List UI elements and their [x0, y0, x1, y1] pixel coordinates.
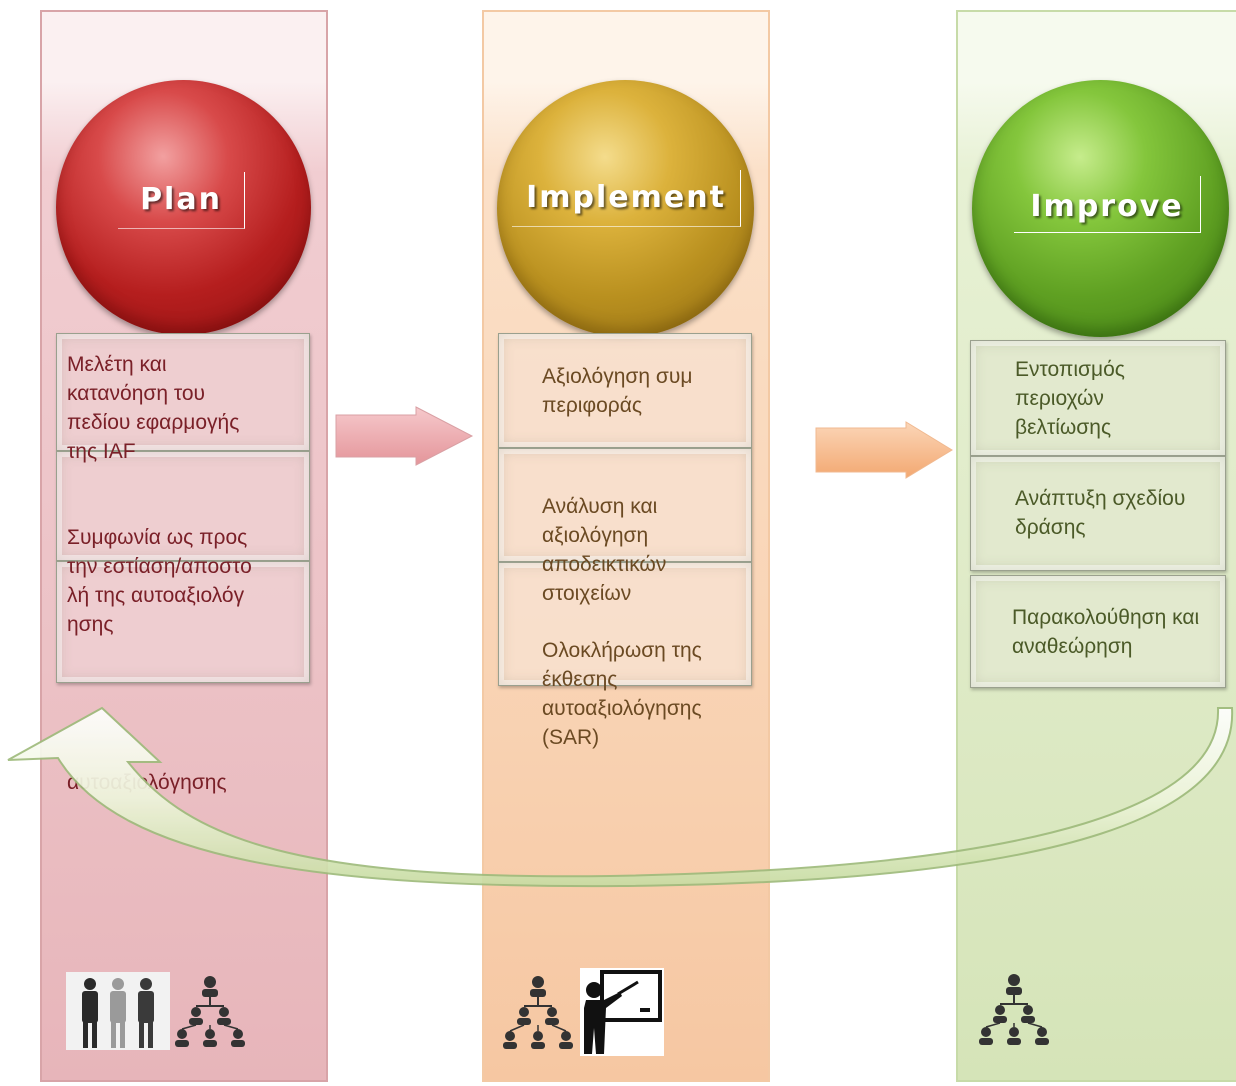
plan-step-box [56, 333, 310, 451]
hierarchy-icon [175, 976, 245, 1047]
right-arrow-plan-implement [335, 406, 474, 466]
implement-step-box [498, 562, 752, 686]
improve-step-box [970, 575, 1226, 688]
people-group-icon [66, 972, 170, 1050]
presenter-icon [580, 968, 664, 1056]
improve-step-3-text: Παρακολούθηση και αναθεώρηση [1012, 606, 1200, 658]
implement-circle [497, 80, 754, 337]
plan-circle [56, 80, 311, 335]
phase-title-plan: Plan [118, 172, 245, 229]
improve-circle [972, 80, 1229, 337]
plan-step-2-text: Συμφωνία ως προς την εστίαση/αποστολή τη… [67, 526, 252, 636]
implement-step-1-text: Αξιολόγηση συμπεριφοράς [542, 365, 693, 417]
implement-step-box [498, 448, 752, 562]
phase-title-implement: Implement [512, 170, 741, 227]
right-arrow-implement-improve [815, 421, 953, 479]
improve-step-box [970, 456, 1226, 571]
plan-step-1-text: Μελέτη και κατανόηση του πεδίου εφαρμογή… [67, 353, 240, 463]
return-arrow [7, 706, 1234, 888]
phase-title-improve: Improve [1014, 176, 1201, 233]
hierarchy-icon [503, 976, 573, 1049]
hierarchy-icon [979, 974, 1049, 1045]
plan-step-box [56, 451, 310, 561]
improve-step-1-text: Εντοπισμός περιοχών βελτίωσης [1015, 358, 1125, 439]
improve-step-2-text: Ανάπτυξη σχεδίου δράσης [1015, 487, 1186, 539]
implement-step-2-text: Ανάλυση και αξιολόγηση αποδεικτικών στοι… [542, 495, 667, 605]
improve-step-box [970, 340, 1226, 456]
implement-step-box [498, 333, 752, 448]
plan-step-box [56, 561, 310, 683]
implement-step-3-text: Ολοκλήρωση της έκθεσης αυτοαξιολόγησης (… [542, 639, 702, 749]
